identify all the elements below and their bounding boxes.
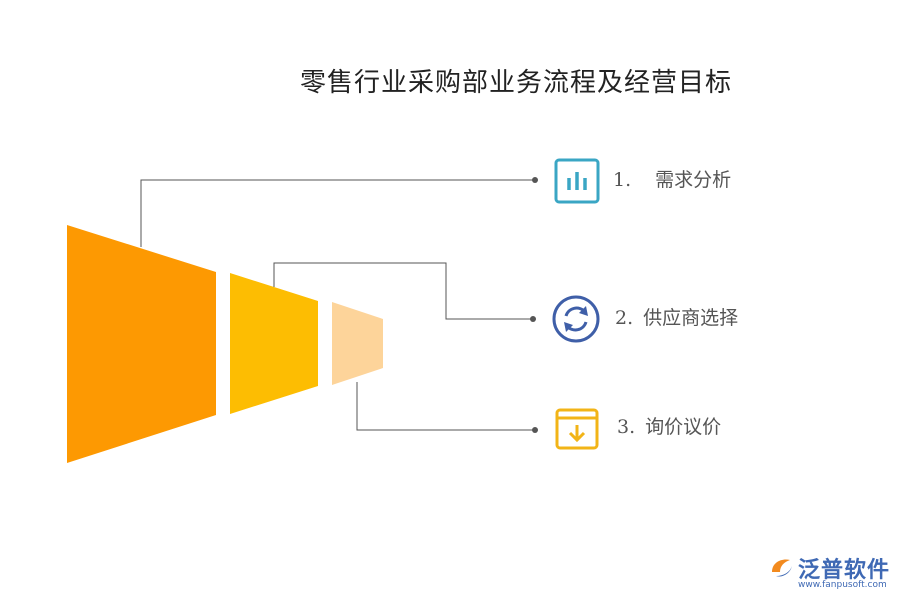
bar-chart-icon xyxy=(553,157,601,205)
logo-mark-icon xyxy=(772,559,792,577)
step-label-1: 1.需求分析 xyxy=(613,169,732,191)
step-label-3: 3.询价议价 xyxy=(617,416,722,438)
funnel-segment-2 xyxy=(230,273,318,414)
download-box-icon xyxy=(553,404,601,452)
connector-dot-3 xyxy=(532,427,538,433)
connector-dot-1 xyxy=(532,177,538,183)
page-title: 零售行业采购部业务流程及经营目标 xyxy=(300,68,733,98)
step-label-2: 2.供应商选择 xyxy=(615,307,739,329)
funnel-segment-3 xyxy=(332,302,383,385)
connector-dot-2 xyxy=(530,316,536,322)
connector-line-1 xyxy=(140,179,535,247)
connector-line-2 xyxy=(273,262,533,320)
funnel-segment-1 xyxy=(67,225,216,463)
refresh-icon xyxy=(551,294,600,343)
logo-name: 泛普软件 xyxy=(798,558,891,583)
connector-line-3 xyxy=(356,382,535,431)
brand-logo: 泛普软件 www.fanpusoft.com xyxy=(768,552,894,596)
logo-url: www.fanpusoft.com xyxy=(798,580,887,590)
